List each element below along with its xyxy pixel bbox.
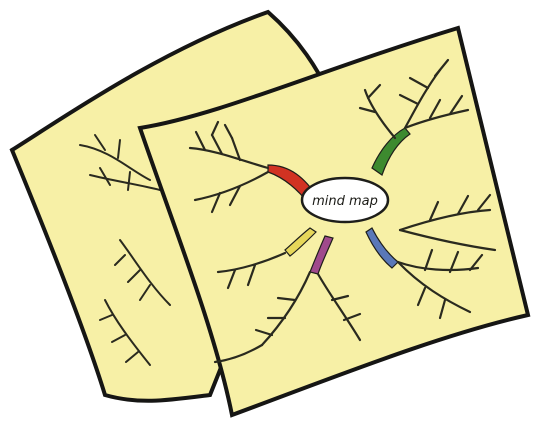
center-node-label: mind map bbox=[312, 194, 378, 209]
center-node: mind map bbox=[302, 178, 388, 222]
